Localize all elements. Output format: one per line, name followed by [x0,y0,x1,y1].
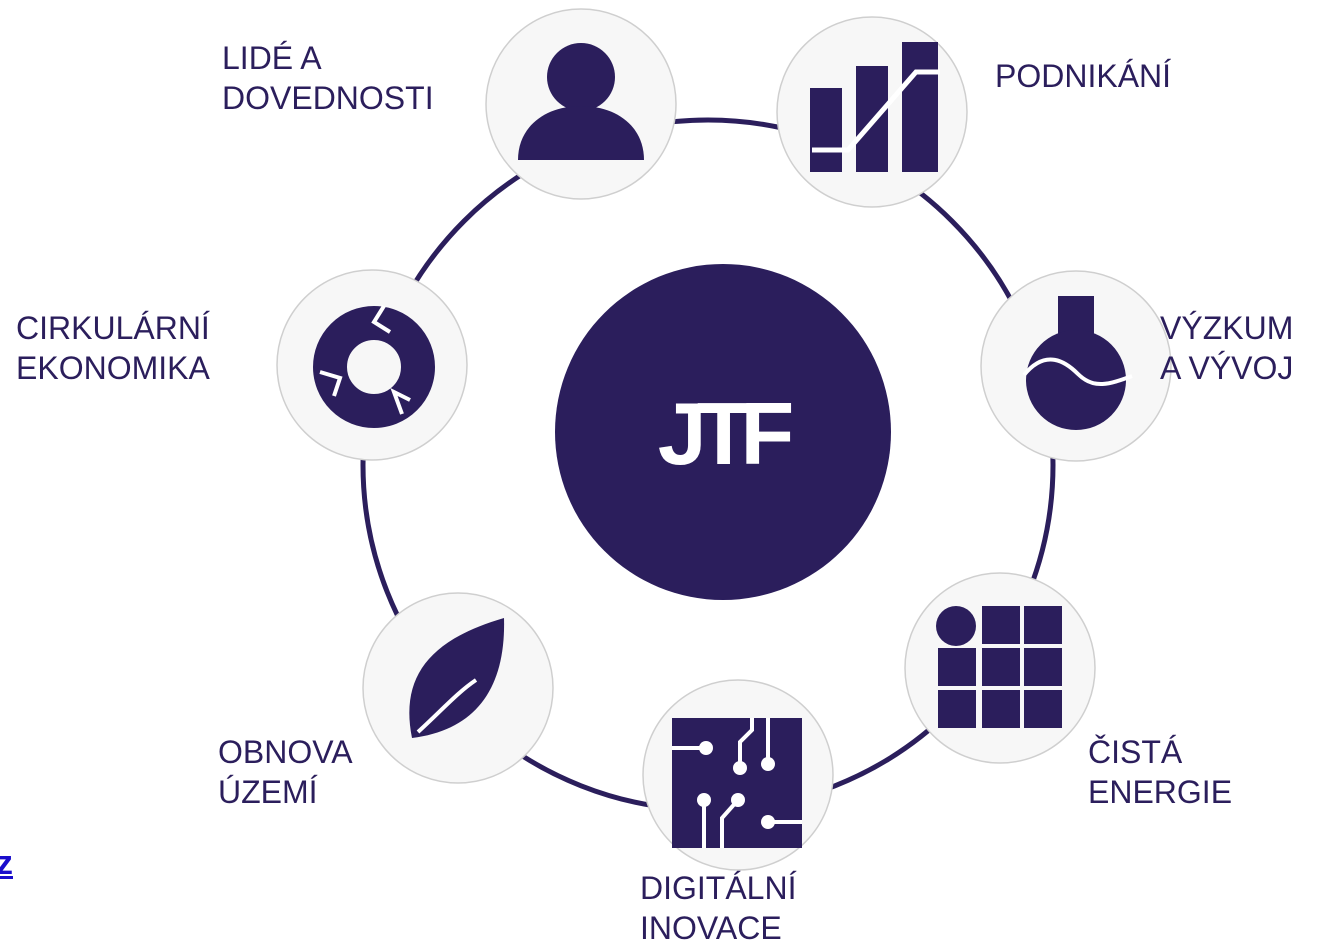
label-land-line-1: OBNOVA [218,734,353,770]
label-land-line-2: ÚZEMÍ [218,774,318,810]
label-people-line-2: DOVEDNOSTI [222,80,434,116]
label-digital: DIGITÁLNÍ INOVACE [640,868,796,948]
node-circular [276,269,468,461]
label-land: OBNOVA ÚZEMÍ [218,732,353,812]
leaf-icon [409,618,505,738]
label-business-line-1: PODNIKÁNÍ [995,58,1172,94]
growth-chart-icon [810,42,940,172]
label-digital-line-2: INOVACE [640,910,782,946]
label-research: VÝZKUM A VÝVOJ [1160,308,1293,388]
node-circular-bubble [276,269,468,461]
label-digital-line-1: DIGITÁLNÍ [640,870,797,906]
node-land [362,592,554,784]
label-circular-line-2: EKONOMIKA [16,350,210,386]
label-people: LIDÉ A DOVEDNOSTI [222,38,434,118]
hub-label: JTF [658,384,792,483]
label-energy-line-1: ČISTÁ [1088,734,1183,770]
circuit-board-icon [672,718,802,848]
label-energy: ČISTÁ ENERGIE [1088,732,1232,812]
solar-panel-icon [936,606,1062,728]
hub-circle [555,264,891,600]
node-business [776,16,968,208]
label-circular: CIRKULÁRNÍ EKONOMIKA [16,308,210,388]
label-business: PODNIKÁNÍ [995,56,1171,96]
node-energy [904,572,1096,764]
hub: JTF [555,264,891,600]
label-circular-line-1: CIRKULÁRNÍ [16,310,210,346]
link-fragment[interactable]: z [0,844,13,882]
label-research-line-1: VÝZKUM [1160,310,1294,346]
label-energy-line-2: ENERGIE [1088,774,1233,810]
node-digital [642,679,834,871]
label-people-line-1: LIDÉ A [222,40,322,76]
person-icon [518,43,644,160]
flask-icon [1022,296,1133,430]
node-research [980,270,1172,462]
label-research-line-2: A VÝVOJ [1160,350,1294,386]
node-people [485,8,677,200]
recycle-cycle-icon [313,304,435,428]
